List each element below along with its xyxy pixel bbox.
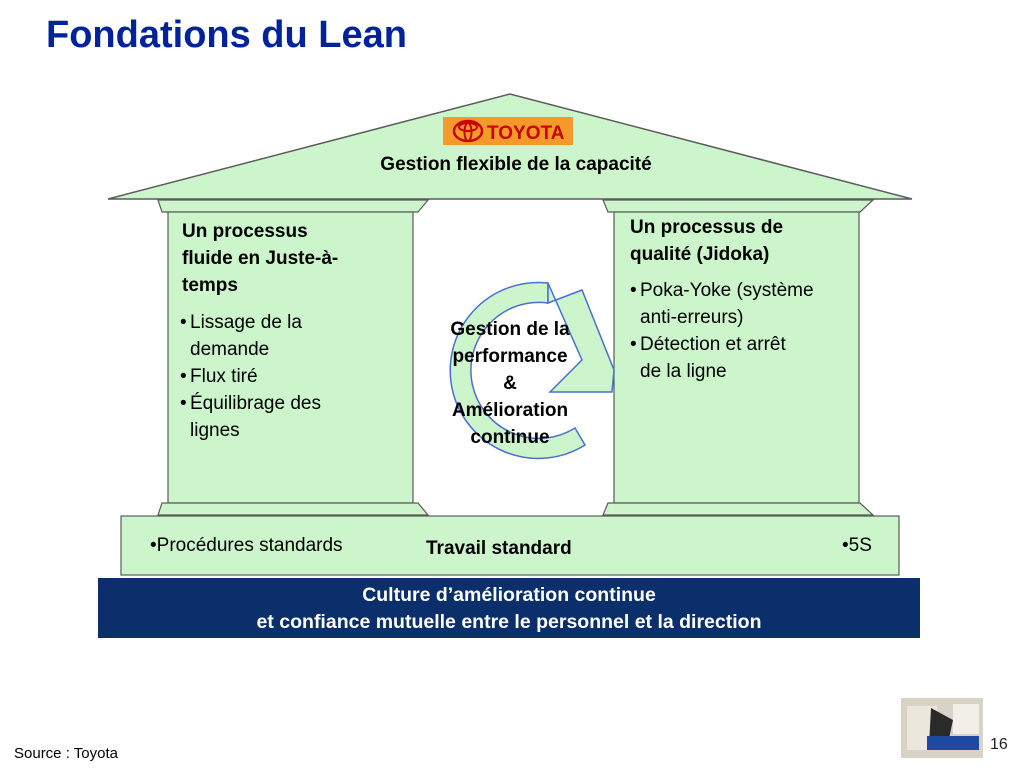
roof-label: Gestion flexible de la capacité: [380, 154, 652, 175]
left-pillar-heading: Un processus fluide en Juste-à- temps: [182, 218, 410, 299]
left-pillar-base: [157, 502, 430, 516]
arrow-head-icon: [547, 282, 615, 393]
right-pillar-capital: [602, 199, 875, 213]
center-line: &: [503, 373, 517, 394]
bullet-item: Flux tiré: [180, 363, 408, 390]
program-thumbnail-icon: [901, 698, 983, 758]
base-right-label: •5S: [842, 535, 872, 556]
base-platform: [120, 515, 900, 576]
center-performance-label: Gestion de la performance & Amélioration…: [428, 316, 592, 451]
source-note: Source : Toyota: [14, 745, 118, 762]
toyota-emblem-icon: [452, 119, 484, 143]
roof: [107, 93, 913, 200]
left-heading-line: temps: [182, 275, 238, 296]
center-line: Amélioration: [451, 400, 569, 421]
right-heading-line: qualité (Jidoka): [630, 244, 770, 265]
right-pillar-base: [602, 502, 875, 516]
culture-line: Culture d’amélioration continue: [362, 584, 656, 606]
left-pillar-capital: [157, 199, 430, 213]
culture-line: et confiance mutuelle entre le personnel…: [256, 611, 762, 633]
toyota-logo-text: TOYOTA: [487, 123, 565, 144]
right-pillar-heading: Un processus de qualité (Jidoka): [630, 214, 856, 268]
right-heading-line: Un processus de: [630, 217, 784, 238]
center-line: performance: [452, 346, 568, 367]
center-line: Gestion de la: [450, 319, 570, 340]
slide-title: Fondations du Lean: [46, 14, 407, 56]
page-number: 16: [990, 736, 1008, 753]
left-heading-line: fluide en Juste-à-: [182, 248, 339, 269]
culture-band: Culture d’amélioration continue et confi…: [98, 578, 920, 638]
circular-arrow-icon: [449, 281, 587, 460]
center-line: continue: [470, 427, 550, 448]
base-center-label: Travail standard: [426, 538, 572, 559]
left-heading-line: Un processus: [182, 221, 308, 242]
base-left-label: •Procédures standards: [150, 535, 343, 556]
